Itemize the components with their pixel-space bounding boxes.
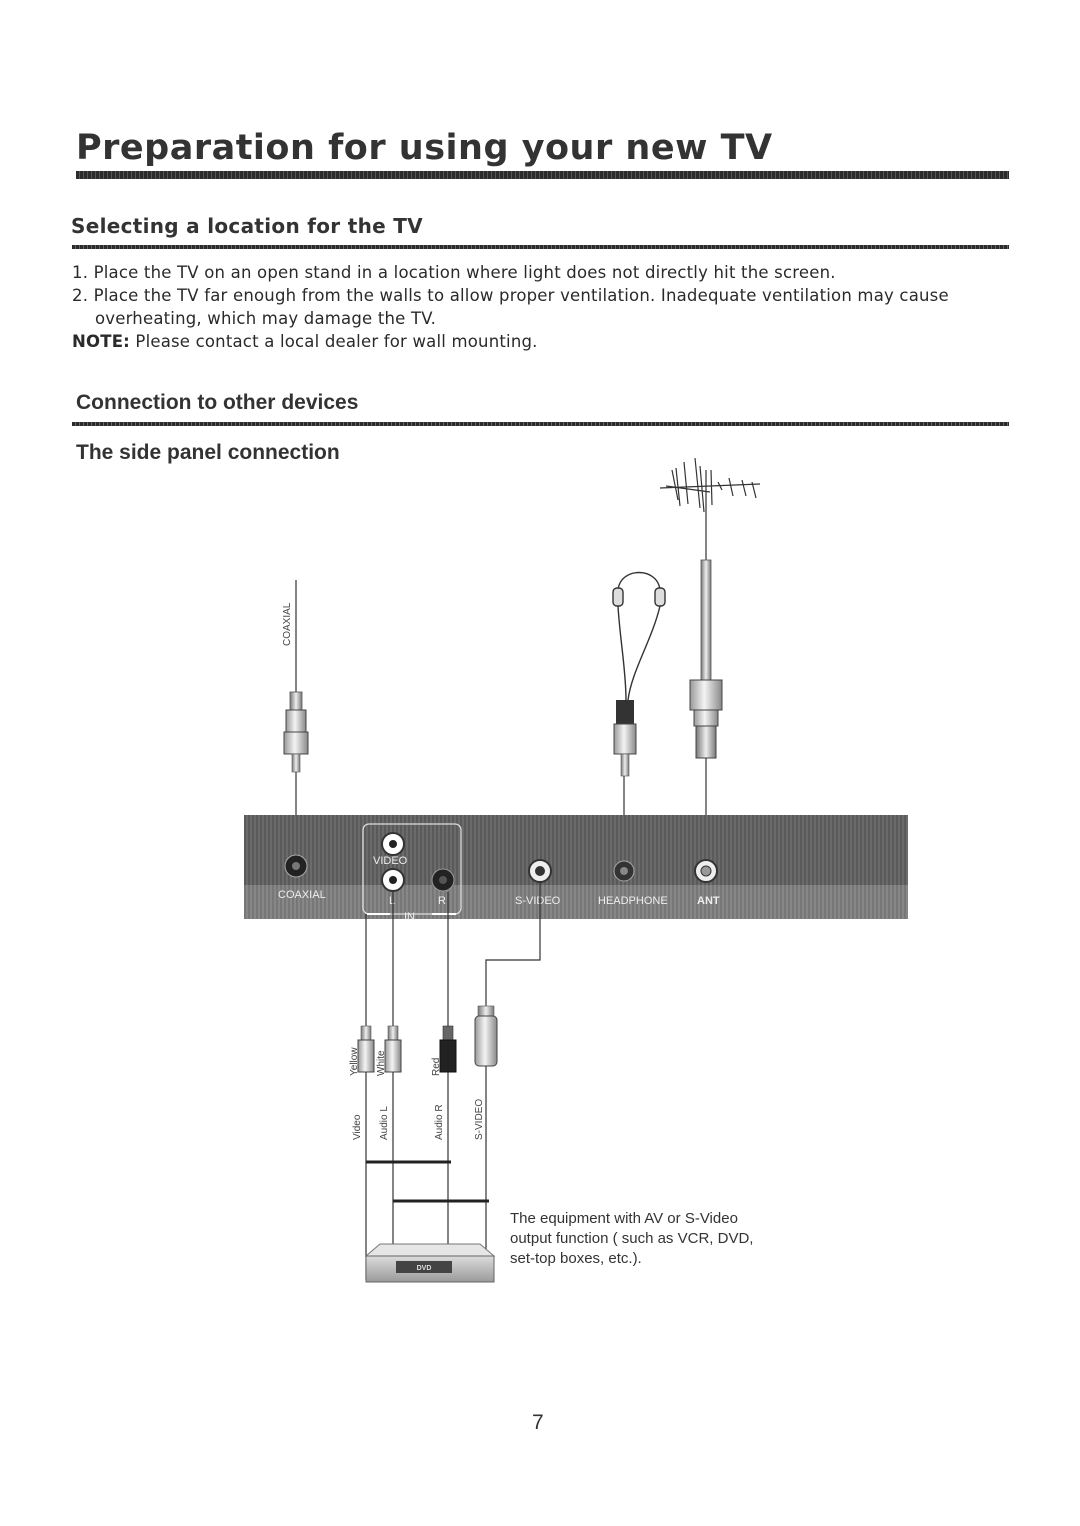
headphones-icon [612,571,666,701]
location-divider [72,245,1009,249]
coaxial-cable-icon [283,580,309,858]
note-text: Please contact a local dealer for wall m… [129,332,538,351]
side-panel-heading: The side panel connection [76,441,340,464]
audio-r-jack [431,868,455,892]
svideo-jack [528,859,552,883]
headphone-plug-icon [613,700,637,858]
cable-label-white: White [376,1050,387,1076]
location-note: NOTE: Please contact a local dealer for … [72,332,538,351]
video-jack [381,832,405,856]
cable-label-yellow: Yellow [349,1047,360,1076]
location-item-1: 1. Place the TV on an open stand in a lo… [72,263,836,282]
page-number: 7 [532,1411,544,1434]
panel-label-headphone: HEADPHONE [598,895,668,907]
connection-heading: Connection to other devices [76,391,359,414]
title-divider [76,171,1009,179]
location-heading: Selecting a location for the TV [71,214,423,238]
audio-l-jack [381,868,405,892]
svideo-plug [474,1005,498,1280]
av-cables [365,882,541,1026]
coaxial-jack [284,854,308,878]
location-item-2-cont: overheating, which may damage the TV. [95,309,437,328]
page-title: Preparation for using your new TV [76,128,773,168]
antenna-plug-icon [689,559,723,858]
audio-l-plug-white [384,1025,402,1280]
equipment-note: The equipment with AV or S-Video output … [510,1210,754,1267]
headphone-jack [613,860,635,882]
cable-label-video: Video [352,1114,363,1140]
location-item-2: 2. Place the TV far enough from the wall… [72,286,949,305]
panel-label-r: R [438,895,446,907]
cable-label-red: Red [431,1058,442,1076]
connection-divider [72,422,1009,426]
coaxial-cable-label: COAXIAL [282,602,293,646]
ant-jack [694,859,718,883]
panel-label-l: L [389,895,395,907]
cable-label-audio-l: Audio L [379,1106,390,1140]
dvd-player-icon: DVD [364,1243,496,1283]
cable-label-audio-r: Audio R [434,1104,445,1140]
note-label: NOTE: [72,332,130,351]
dvd-badge: DVD [417,1265,432,1272]
panel-label-in: IN [404,911,415,923]
video-plug-yellow [357,1025,375,1280]
tv-side-panel [244,815,908,919]
panel-label-svideo: S-VIDEO [515,895,561,907]
panel-label-video: VIDEO [373,855,408,867]
audio-r-plug-red [439,1025,457,1280]
cable-label-svideo: S-VIDEO [474,1099,485,1140]
panel-label-ant: ANT [697,895,720,907]
panel-label-coaxial: COAXIAL [278,889,326,901]
